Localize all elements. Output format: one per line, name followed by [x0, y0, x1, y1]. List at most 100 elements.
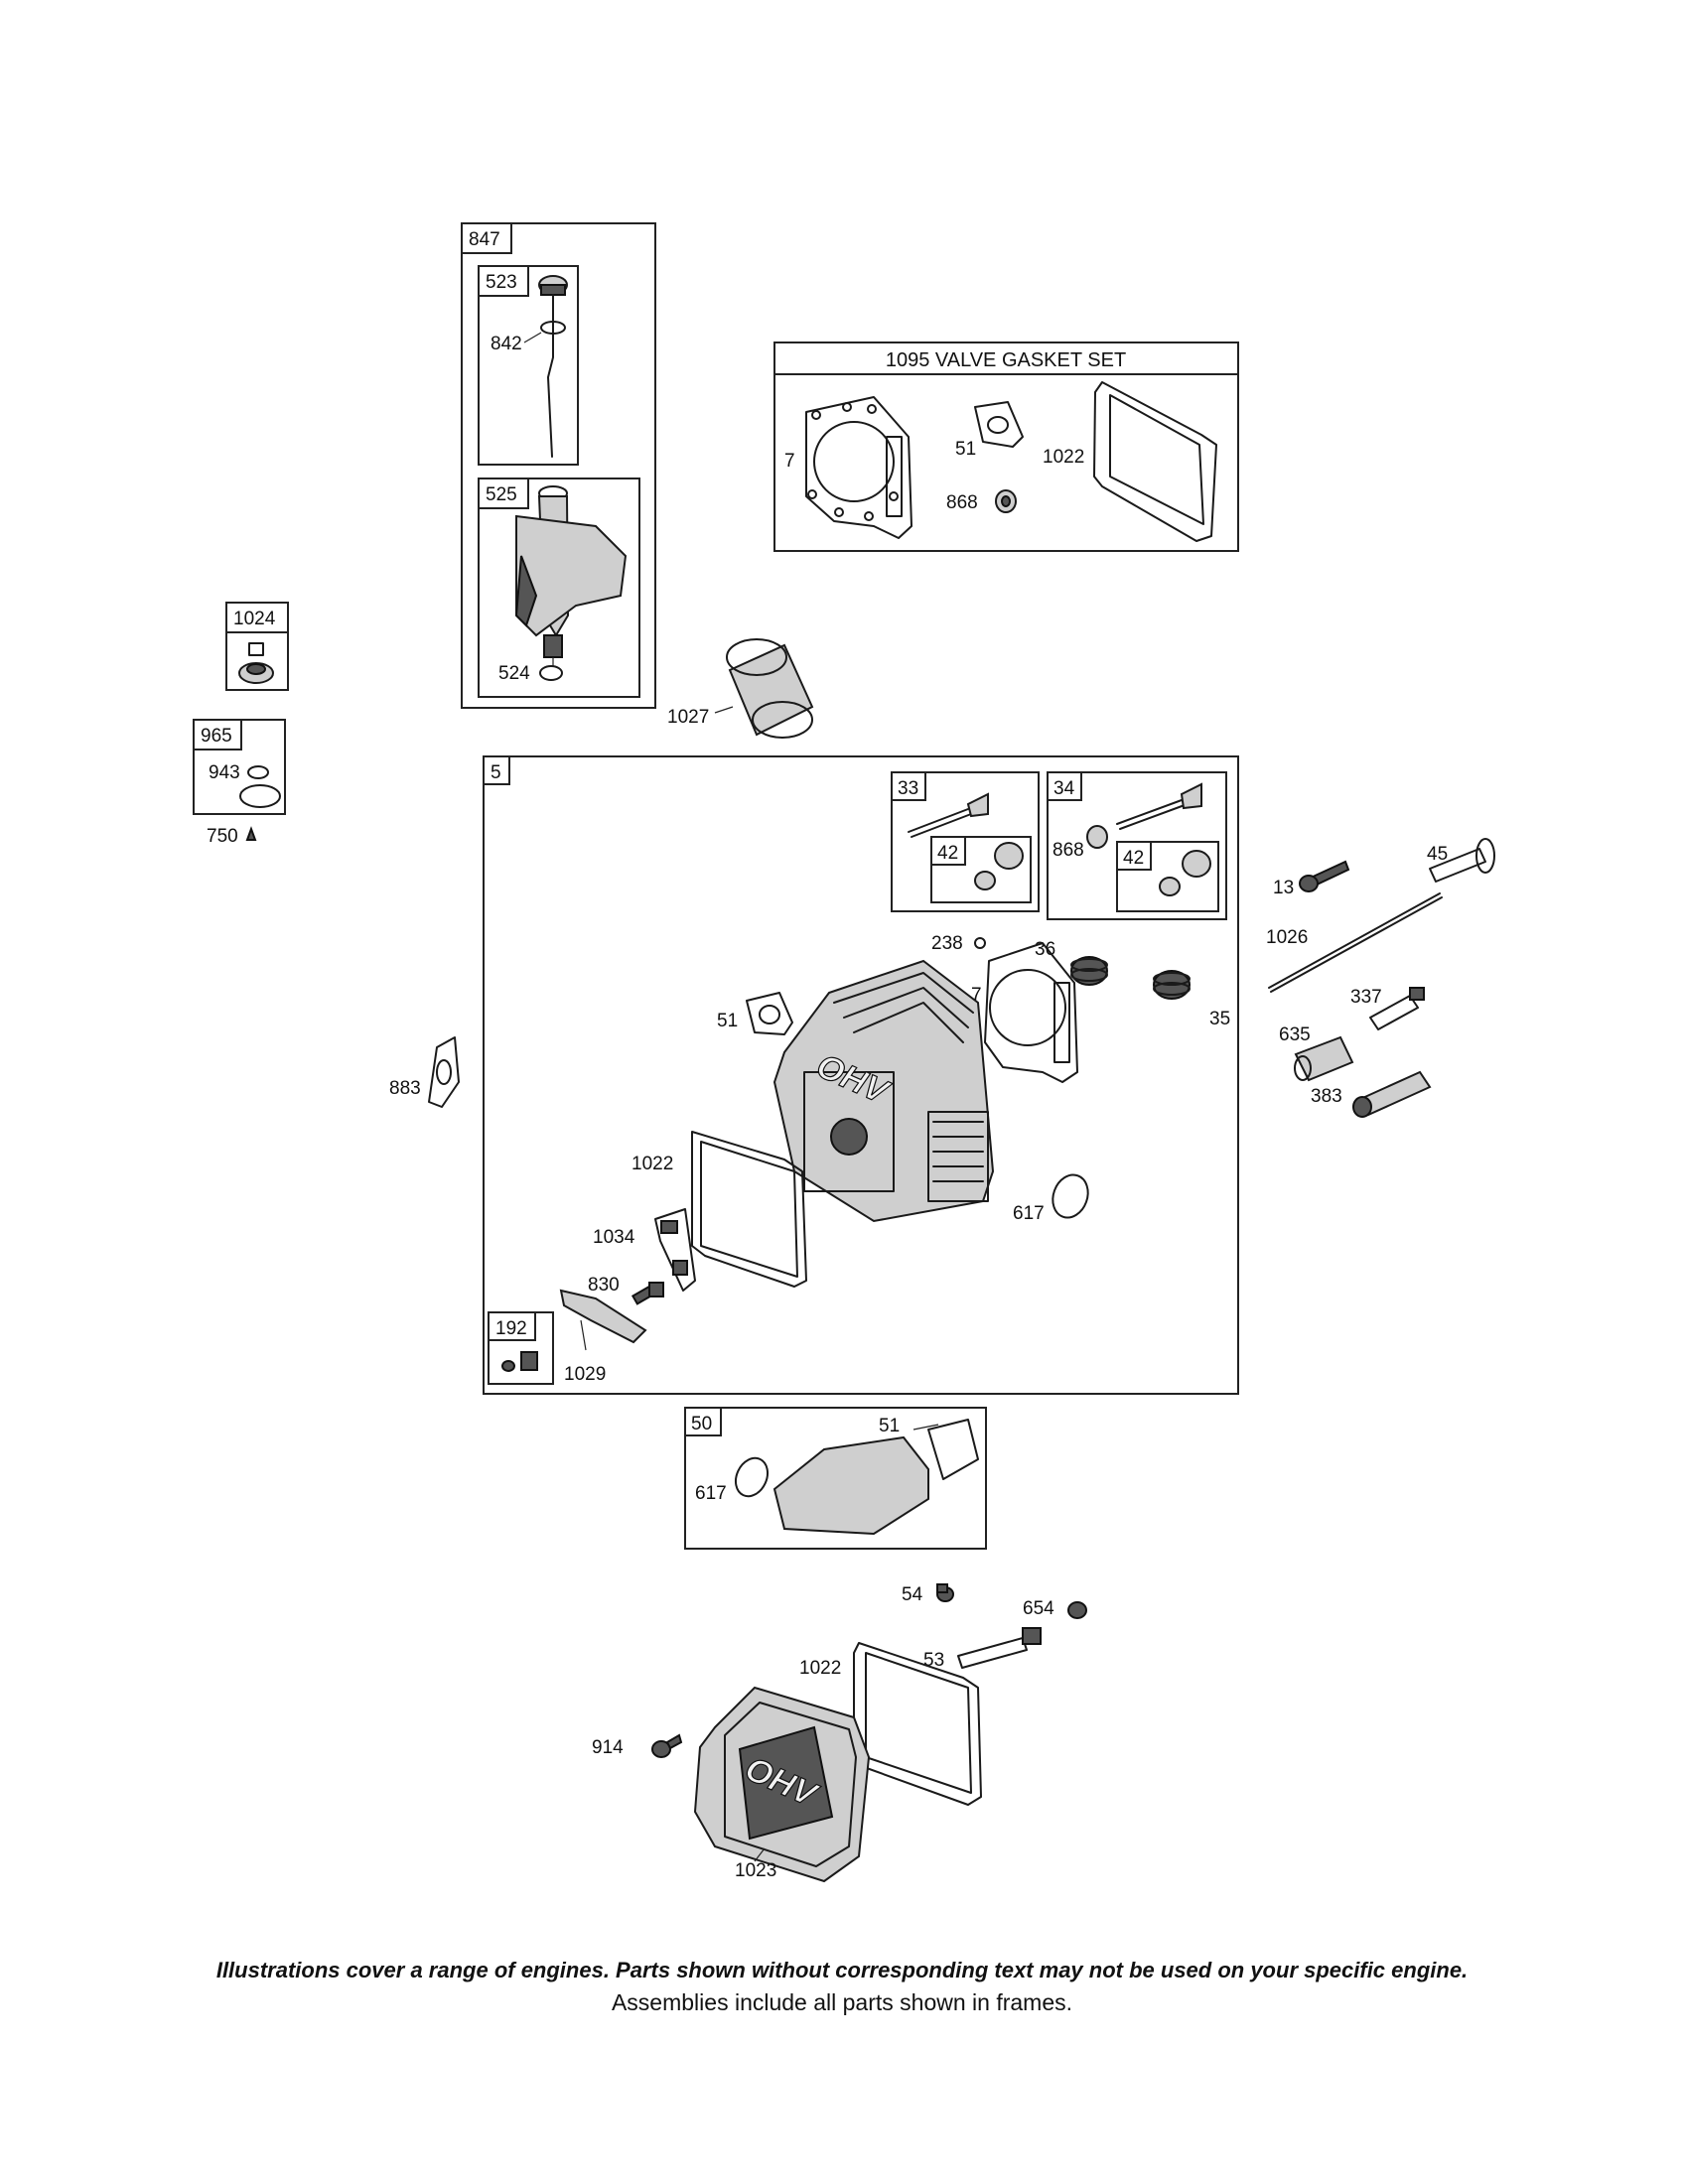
intake-gasket-51-icon — [746, 992, 793, 1035]
fitting-192-icon — [501, 1351, 538, 1372]
dipstick-icon — [523, 275, 568, 458]
rocker-cover-gasket-1022-bottom-icon — [853, 1642, 982, 1806]
frame-33: 33 — [891, 771, 1040, 912]
callout-1027: 1027 — [667, 707, 709, 728]
spark-plug-337-icon — [1369, 987, 1425, 1030]
frame-50: 50 — [684, 1407, 987, 1550]
callout-35: 35 — [1209, 1009, 1230, 1029]
callout-51-gasket-set: 51 — [955, 439, 976, 460]
frame-5-label: 5 — [491, 762, 501, 783]
o-ring-617-manifold-icon — [734, 1456, 770, 1498]
callout-635: 635 — [1279, 1024, 1311, 1045]
spacer-635-icon — [1294, 1035, 1354, 1082]
o-ring-524-icon — [539, 665, 563, 681]
frame-34-label: 34 — [1053, 778, 1075, 799]
callout-868-gasket-set: 868 — [946, 492, 978, 513]
gasket-set-title: 1095 VALVE GASKET SET — [886, 349, 1126, 371]
oil-filter-icon — [714, 638, 814, 739]
intake-gasket-icon — [974, 401, 1024, 448]
frame-50-label: 50 — [691, 1414, 712, 1434]
callout-914: 914 — [592, 1737, 624, 1758]
callout-943: 943 — [209, 762, 240, 783]
callout-13: 13 — [1273, 878, 1294, 898]
intake-valve-icon — [908, 792, 989, 838]
frame-1024: 1024 — [225, 602, 289, 691]
callout-1022-bottom: 1022 — [799, 1658, 841, 1679]
callout-830: 830 — [588, 1275, 620, 1296]
callout-617-manifold: 617 — [695, 1483, 727, 1504]
rocker-cover-gasket-icon — [1093, 381, 1217, 542]
valve-spring-35-icon — [1153, 970, 1191, 1000]
callout-883: 883 — [389, 1078, 421, 1099]
nut-654-icon — [1067, 1601, 1087, 1619]
callout-51-manifold: 51 — [879, 1416, 900, 1436]
stud-53-icon — [957, 1627, 1042, 1669]
dipstick-tube-icon — [514, 485, 628, 667]
frame-33-label: 33 — [898, 778, 918, 799]
valve-seal-868-icon — [995, 489, 1017, 513]
tappet-45-icon — [1429, 838, 1495, 883]
frame-192: 192 — [488, 1311, 554, 1385]
frame-525-label: 525 — [486, 484, 517, 505]
callout-54: 54 — [902, 1584, 923, 1605]
reed-valve-1029-icon — [559, 1289, 647, 1351]
callout-1023: 1023 — [735, 1860, 776, 1881]
frame-525: 525 — [478, 478, 640, 698]
valve-keeper-exhaust-icon — [1159, 850, 1211, 896]
frame-965-label: 965 — [201, 726, 232, 747]
frame-847: 847 — [461, 222, 656, 709]
head-gasket-icon — [805, 396, 912, 539]
callout-1022-gasket-set: 1022 — [1043, 447, 1084, 468]
callout-7-gasket-set: 7 — [784, 451, 795, 472]
callout-617-head: 617 — [1013, 1203, 1045, 1224]
frame-5: 5 — [483, 755, 1239, 1395]
callout-45: 45 — [1427, 844, 1448, 865]
callout-1026: 1026 — [1266, 927, 1308, 948]
pin-238-icon — [974, 937, 986, 949]
washer-943-icon — [247, 765, 269, 779]
callout-383: 383 — [1311, 1086, 1342, 1107]
callout-337: 337 — [1350, 987, 1382, 1008]
callout-750: 750 — [207, 826, 238, 847]
frame-34: 34 — [1047, 771, 1227, 920]
footer-disclaimer: Illustrations cover a range of engines. … — [215, 1958, 1469, 1982]
callout-1029: 1029 — [564, 1364, 606, 1385]
frame-42-intake: 42 — [930, 836, 1032, 903]
callout-1022-head: 1022 — [632, 1154, 673, 1174]
callout-51-head: 51 — [717, 1011, 738, 1031]
frame-1024-label: 1024 — [233, 609, 276, 629]
head-gasket-7-icon — [984, 942, 1078, 1083]
bolt-54-icon — [936, 1583, 954, 1602]
valve-keeper-intake-icon — [974, 842, 1024, 890]
frame-42-exhaust-label: 42 — [1123, 848, 1144, 869]
bolt-914-icon — [651, 1733, 683, 1758]
callout-7-head: 7 — [971, 985, 982, 1006]
cylinder-head-icon: OHV — [772, 959, 995, 1223]
frame-523-label: 523 — [486, 272, 517, 293]
rocker-cover-gasket-1022-icon — [691, 1131, 807, 1288]
callout-868-exhaust: 868 — [1052, 840, 1084, 861]
breather-plate-1034-icon — [654, 1208, 696, 1292]
breather-icon — [238, 642, 274, 684]
footer-assemblies-note: Assemblies include all parts shown in fr… — [611, 1989, 1073, 2015]
push-rod-1026-icon — [1268, 892, 1443, 993]
tool-383-icon — [1352, 1070, 1432, 1118]
frame-42-intake-label: 42 — [937, 843, 958, 864]
intake-manifold-icon — [772, 1419, 979, 1536]
callout-654: 654 — [1023, 1598, 1054, 1619]
frame-192-label: 192 — [495, 1318, 527, 1339]
callout-238: 238 — [931, 933, 963, 954]
frame-523: 523 — [478, 265, 579, 466]
gasket-883-icon — [428, 1036, 460, 1108]
callout-1034: 1034 — [593, 1227, 635, 1248]
sealant-750-icon — [245, 826, 257, 841]
rocker-cover-1023-icon: OHV — [693, 1686, 871, 1883]
callout-842: 842 — [491, 334, 522, 354]
frame-42-exhaust: 42 — [1116, 841, 1219, 912]
callout-524: 524 — [498, 663, 530, 684]
valve-spring-36-icon — [1070, 956, 1108, 986]
o-ring-617-head-icon — [1052, 1173, 1089, 1219]
gasket-965-icon — [239, 784, 281, 808]
frame-965: 965 — [193, 719, 286, 815]
